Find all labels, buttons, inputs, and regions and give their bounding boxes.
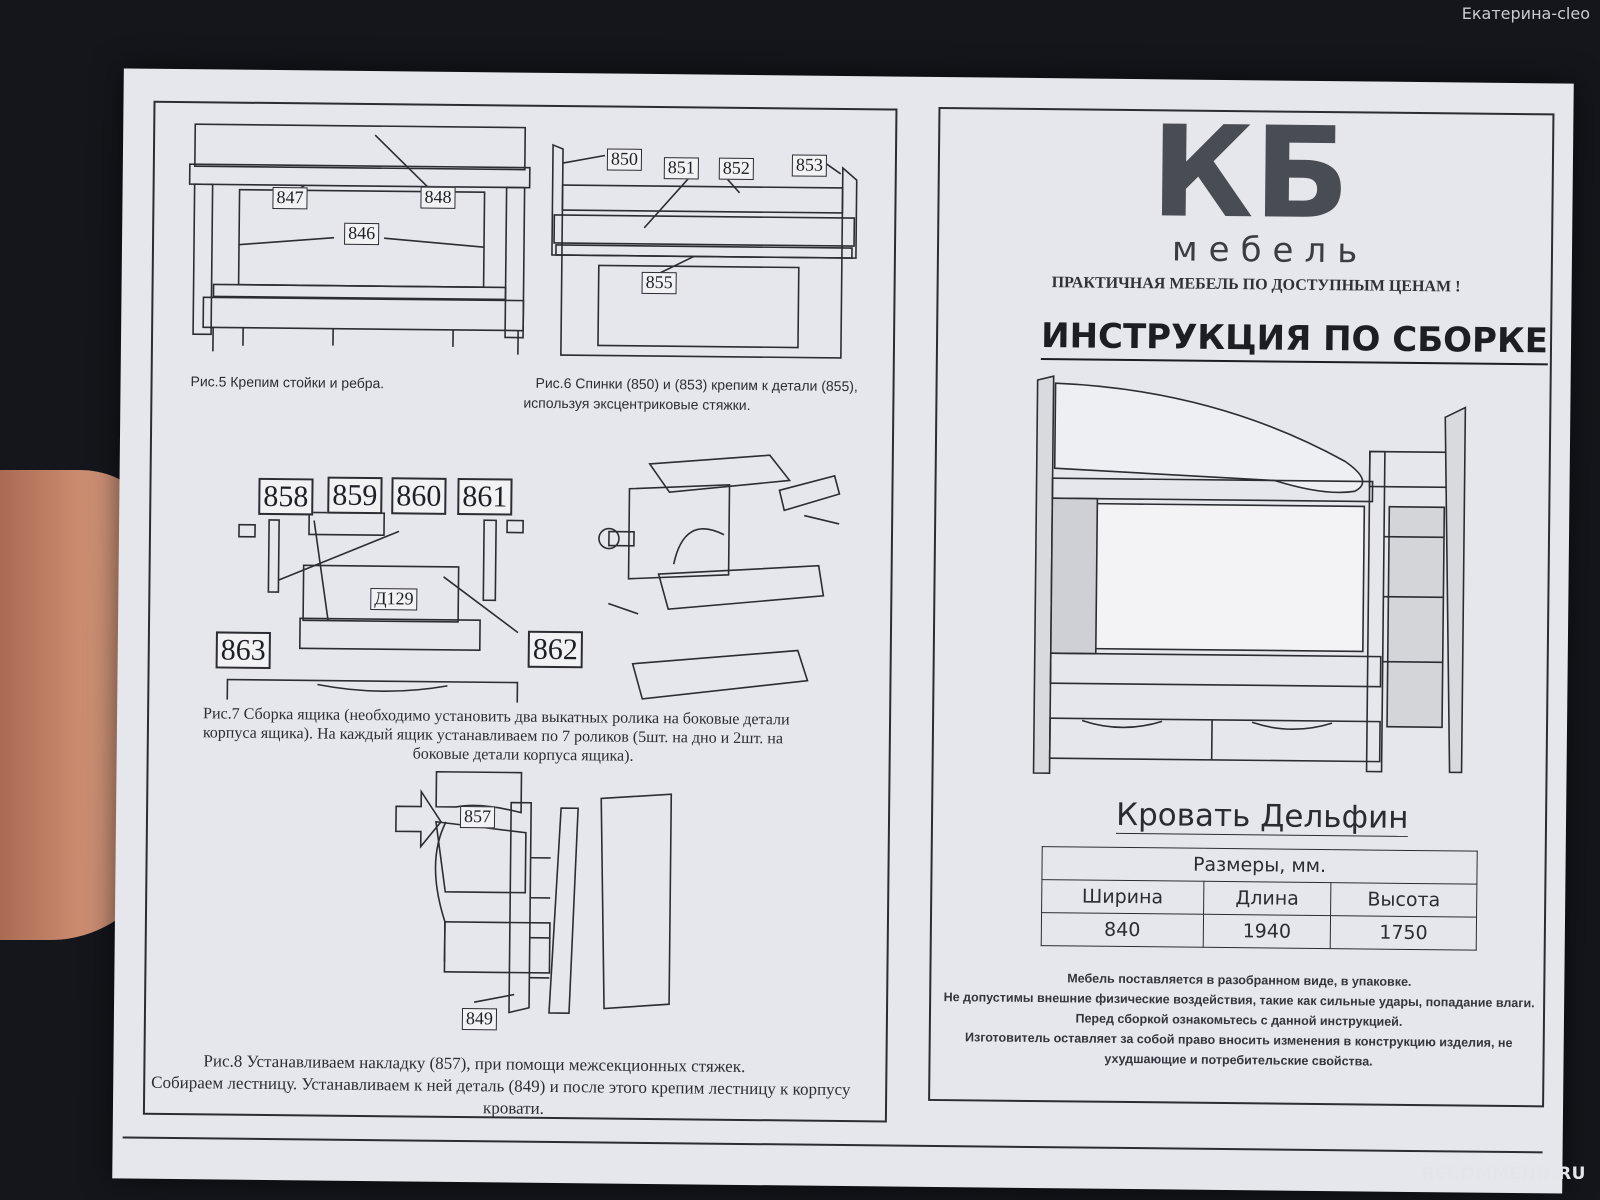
product-name: Кровать Дельфин [1115, 796, 1409, 837]
value-width: 840 [1041, 912, 1204, 948]
part-label: 863 [215, 631, 271, 670]
delivery-notes: Мебель поставляется в разобранном виде, … [938, 967, 1539, 1073]
brand-subtitle: мебель [1171, 229, 1369, 272]
logo-letters: КБ [1150, 117, 1350, 230]
fig7-rollers-diagram [598, 454, 841, 700]
part-label: 857 [459, 806, 496, 829]
part-label: 852 [718, 157, 754, 180]
part-label: 848 [420, 186, 456, 209]
column-length: Длина [1203, 881, 1332, 916]
column-height: Высота [1330, 882, 1477, 918]
part-label: 861 [457, 477, 513, 516]
part-label: 860 [391, 477, 447, 515]
dimensions-header: Размеры, мм. [1041, 846, 1478, 885]
fig8-caption-line3: кровати. [482, 1098, 545, 1118]
document-title: ИНСТРУКЦИЯ ПО СБОРКЕ [1040, 316, 1549, 366]
part-label: 850 [606, 148, 643, 171]
kb-logo: КБ [1150, 117, 1350, 230]
part-label: 862 [527, 630, 583, 669]
site-watermark: RECOMMEND.RU [1421, 1164, 1586, 1184]
part-label: Д129 [370, 588, 418, 611]
part-label: 859 [327, 476, 383, 515]
part-label: 849 [461, 1008, 498, 1031]
fig6-caption-line1: Рис.6 Спинки (850) и (853) крепим к дета… [535, 374, 858, 395]
fig8-ladder-diagram [395, 770, 673, 1014]
fig6-headboard-diagram [551, 143, 858, 359]
bunk-bed-illustration [1032, 375, 1467, 774]
fig5-frame-diagram [188, 123, 531, 355]
fig6-caption-line2: используя эксцентриковые стяжки. [523, 394, 751, 414]
dimensions-table: Размеры, мм. Ширина Длина Высота 840 194… [1041, 846, 1478, 951]
part-label: 855 [641, 271, 677, 295]
value-length: 1940 [1202, 914, 1331, 949]
bottom-rule [122, 1136, 1543, 1154]
author-watermark: Екатерина-cleo [1461, 4, 1590, 23]
instruction-sheet: 847 848 846 Рис.5 Крепим стойки и ребра.… [112, 68, 1574, 1194]
column-width: Ширина [1041, 879, 1204, 915]
part-label: 853 [791, 154, 827, 177]
value-height: 1750 [1330, 915, 1477, 951]
part-label: 858 [258, 477, 314, 516]
fig5-caption: Рис.5 Крепим стойки и ребра. [190, 373, 385, 392]
part-label: 851 [663, 157, 699, 180]
part-label: 847 [272, 187, 308, 210]
part-label: 846 [344, 222, 380, 245]
